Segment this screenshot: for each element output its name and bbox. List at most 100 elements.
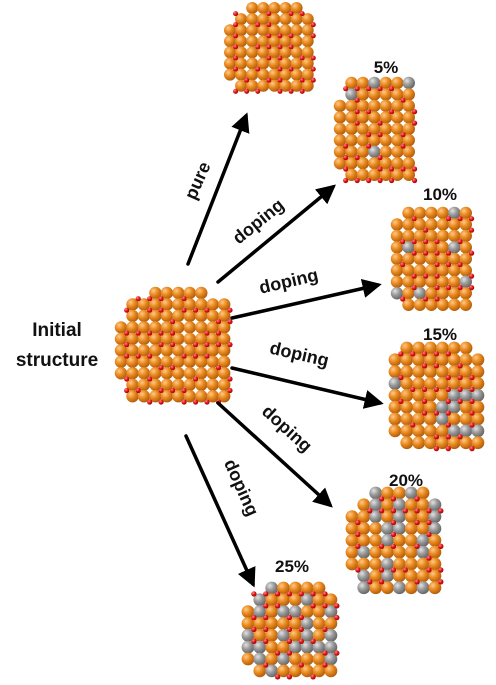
metal-atom [160,298,174,311]
oxygen-atom [400,166,406,172]
dopant-atom [241,640,255,654]
oxygen-atom [227,387,233,394]
metal-atom [149,286,162,300]
metal-atom [114,321,128,334]
oxygen-atom [355,531,361,538]
dopant-atom [368,145,381,158]
metal-atom [224,46,236,59]
metal-atom [301,79,314,92]
dopant-atom [381,534,394,547]
metal-atom [416,557,430,571]
metal-atom [333,99,347,113]
metal-atom [400,365,414,379]
metal-atom [172,321,185,334]
metal-atom [400,424,414,438]
metal-atom [416,569,430,583]
metal-atom [402,145,415,158]
dopant-atom [300,593,314,607]
oxygen-atom [147,296,153,302]
metal-atom [289,581,302,595]
metal-atom [425,275,438,288]
oxygen-atom [366,109,372,115]
metal-atom [149,309,162,323]
metal-atom [413,252,427,266]
metal-atom [160,355,174,368]
oxygen-atom [274,591,281,597]
metal-atom [402,168,415,181]
metal-atom [379,134,393,147]
metal-atom [265,593,279,607]
metal-atom [253,664,267,678]
metal-atom [393,557,406,571]
oxygen-atom [124,387,130,394]
oxygen-atom [423,296,429,302]
oxygen-atom [438,579,444,585]
arrow-label-doping-5: doping [229,195,288,248]
metal-atom [436,206,450,220]
oxygen-atom [378,567,385,573]
initial-label-line2: structure [16,350,98,371]
percent-label-10: 10% [423,185,457,204]
metal-atom [126,367,139,380]
metal-atom [183,321,196,334]
metal-atom [160,309,174,323]
dopant-atom [393,510,406,524]
metal-atom [265,605,279,619]
metal-atom [345,522,359,535]
metal-atom [345,168,358,181]
metal-atom [436,264,450,277]
oxygen-atom [135,330,141,336]
oxygen-atom [215,341,222,348]
metal-atom [425,229,438,243]
oxygen-atom [354,154,360,161]
metal-atom [183,378,196,391]
metal-atom [246,35,259,48]
metal-atom [246,2,259,14]
dopant-atom [428,522,442,535]
metal-atom [356,99,370,113]
metal-atom [160,367,174,380]
oxygen-atom [469,386,475,393]
oxygen-atom [310,66,316,72]
metal-atom [290,57,303,70]
oxygen-atom [310,22,316,28]
oxygen-atom [400,239,406,245]
oxygen-atom [411,120,418,126]
metal-atom [289,629,302,642]
dopant-atom [381,569,394,583]
metal-atom [324,617,338,630]
metal-atom [447,365,461,379]
metal-atom [379,76,393,90]
oxygen-atom [400,296,406,302]
oxygen-atom [390,531,397,538]
metal-atom [436,436,449,450]
metal-atom [356,134,370,147]
arrow-doping-10 [230,279,382,320]
metal-atom [368,168,381,181]
metal-atom [149,367,162,380]
oxygen-atom [251,614,257,621]
oxygen-atom [343,143,349,149]
metal-atom [471,377,485,390]
metal-atom [279,24,292,37]
oxygen-atom [469,445,475,452]
dopant-atom [265,664,279,678]
metal-atom [218,378,231,391]
metal-atom [400,389,414,402]
metal-atom [206,355,219,368]
metal-atom [289,593,302,607]
metal-atom [388,365,402,379]
oxygen-atom [299,88,305,94]
metal-atom [391,157,404,170]
metal-atom [368,157,381,170]
dopant-atom [324,605,338,619]
dopant-atom [241,629,255,642]
oxygen-atom [414,543,420,549]
metal-atom [183,390,196,403]
metal-atom [257,13,270,26]
doped-cluster-25-percent [241,581,340,680]
metal-atom [279,57,292,70]
metal-atom [381,510,394,524]
metal-atom [289,652,302,666]
oxygen-atom [423,227,429,233]
